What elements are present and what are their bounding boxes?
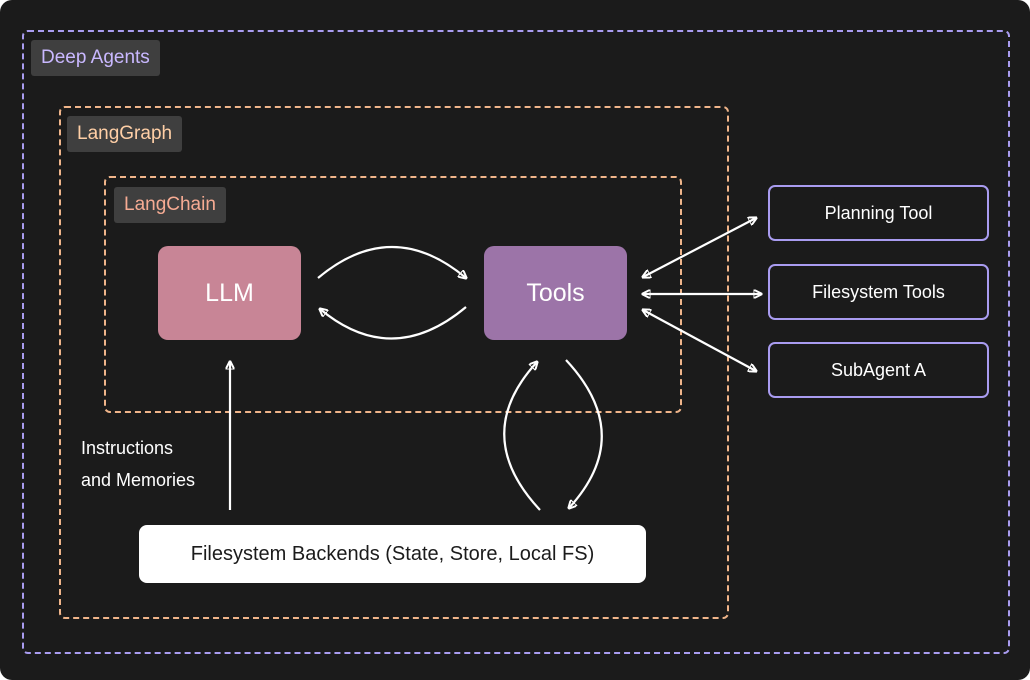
subagent-box: SubAgent A bbox=[768, 342, 989, 398]
llm-node: LLM bbox=[158, 246, 301, 340]
tools-planning-arrow bbox=[643, 218, 756, 277]
deep-agents-label: Deep Agents bbox=[31, 40, 160, 76]
llm-to-tools-arrow bbox=[317, 245, 466, 278]
llm-label: LLM bbox=[205, 278, 254, 307]
instructions-line-2: and Memories bbox=[81, 470, 196, 490]
tools-label: Tools bbox=[526, 278, 585, 307]
tools-to-backend-arrow bbox=[565, 359, 603, 508]
filesystem-backends-label: Filesystem Backends (State, Store, Local… bbox=[190, 542, 595, 565]
langchain-label: LangChain bbox=[114, 187, 226, 223]
tools-subagent-arrow bbox=[643, 310, 756, 371]
instructions-memories-label: Instructions and Memories bbox=[81, 432, 195, 496]
filesystem-tools-label: Filesystem Tools bbox=[812, 281, 945, 302]
backend-to-tools-arrow bbox=[503, 362, 541, 511]
filesystem-tools-box: Filesystem Tools bbox=[768, 264, 989, 320]
tools-to-llm-arrow bbox=[320, 306, 467, 340]
deep-agents-frame bbox=[22, 30, 1010, 654]
subagent-label: SubAgent A bbox=[830, 359, 927, 380]
tools-node: Tools bbox=[484, 246, 627, 340]
instructions-line-1: Instructions bbox=[81, 438, 174, 458]
planning-tool-box: Planning Tool bbox=[768, 185, 989, 241]
filesystem-backends-box: Filesystem Backends (State, Store, Local… bbox=[139, 525, 646, 583]
langgraph-label: LangGraph bbox=[67, 116, 183, 152]
planning-tool-label: Planning Tool bbox=[824, 202, 933, 223]
